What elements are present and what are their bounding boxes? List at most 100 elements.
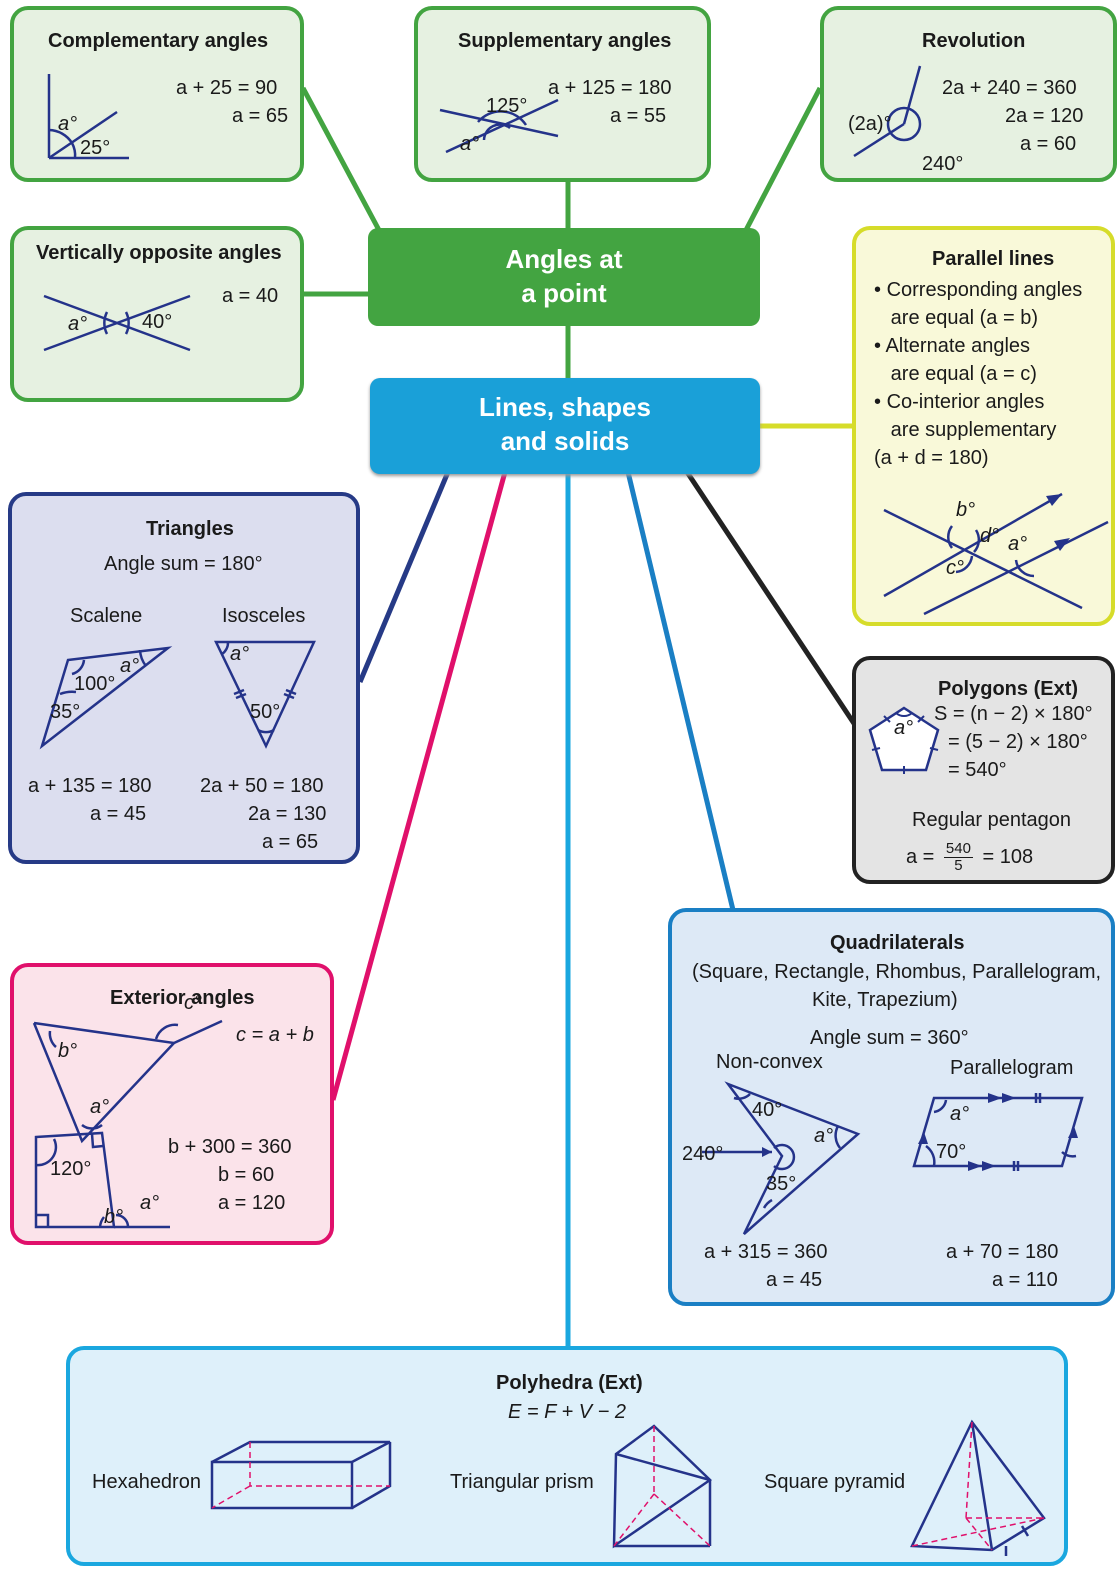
angle-label-50: 50° — [250, 701, 281, 723]
equation-1: a + 125 = 180 — [548, 77, 672, 99]
angle-label-a: a° — [894, 717, 914, 739]
angle-label-d: d° — [980, 525, 1000, 547]
polygons-box: Polygons (Ext) a° S = (n − 2) × 180° = (… — [852, 656, 1115, 884]
angle-label-100: 100° — [74, 673, 116, 695]
scalene-label: Scalene — [70, 605, 143, 627]
equation-1: b + 300 = 360 — [168, 1136, 292, 1158]
parallelogram-angle-a: a° — [950, 1103, 970, 1125]
box-title: Parallel lines — [932, 248, 1055, 270]
fraction-numerator: 540 — [943, 840, 973, 859]
parallel-lines-figure — [883, 492, 1109, 616]
angle-label-120: 120° — [50, 1158, 92, 1180]
box-title: Revolution — [922, 30, 1026, 52]
isosceles-equation-3: a = 65 — [262, 831, 319, 853]
equation-1: a = 40 — [222, 285, 279, 307]
angle-label-b: b° — [58, 1040, 78, 1062]
vertically-opposite-box: Vertically opposite angles a° 40° a = 40 — [10, 226, 304, 402]
pyramid-label: Square pyramid — [764, 1471, 906, 1493]
parallelogram-angle-70: 70° — [936, 1141, 967, 1163]
bullet-text: (a + d = 180) — [874, 447, 989, 469]
angle-label-a: a° — [120, 655, 140, 677]
box-title: Supplementary angles — [458, 30, 672, 52]
polyhedra-box: Polyhedra (Ext) E = F + V − 2 Hexahedron… — [66, 1346, 1068, 1566]
quad-angle-label-b: b° — [104, 1206, 124, 1228]
angle-label-a: a° — [1008, 533, 1028, 555]
box-title: Polyhedra (Ext) — [496, 1372, 643, 1394]
result-prefix: a = — [906, 846, 935, 868]
bullet-alternate: • Alternate angles are equal (a = c) — [874, 335, 1037, 385]
equation-1: a + 25 = 90 — [176, 77, 278, 99]
bullet-cointerior: • Co-interior angles are supplementary (… — [874, 391, 1057, 469]
box-title: Triangles — [146, 518, 234, 540]
scalene-equation-2: a = 45 — [90, 803, 147, 825]
hub-lines-shapes-solids: Lines, shapes and solids — [370, 378, 760, 474]
types-line-2: Kite, Trapezium) — [812, 989, 958, 1011]
equation-c: c = a + b — [236, 1024, 314, 1046]
bullet-text: Alternate angles — [885, 335, 1031, 357]
equation-1: S = (n − 2) × 180° — [934, 703, 1093, 725]
box-title: Quadrilaterals — [830, 932, 965, 954]
angle-label-c: c° — [946, 557, 964, 579]
parallel-lines-box: Parallel lines • Corresponding angles ar… — [852, 226, 1115, 626]
complementary-angles-box: Complementary angles a° 25° a + 25 = 90 … — [10, 6, 304, 182]
angle-label-35: 35° — [50, 701, 81, 723]
box-title: Vertically opposite angles — [36, 242, 282, 264]
fraction-denominator: 5 — [954, 857, 963, 875]
angle-label-b: b° — [956, 499, 976, 521]
equation-1: 2a + 240 = 360 — [942, 77, 1077, 99]
angle-label-a: a° — [68, 313, 88, 335]
parallelogram-label: Parallelogram — [950, 1057, 1074, 1079]
angle-label-40: 40° — [142, 311, 173, 333]
isosceles-equation-2: 2a = 130 — [248, 803, 327, 825]
complementary-angle-figure — [47, 74, 129, 160]
nonconvex-equation-2: a = 45 — [766, 1269, 823, 1291]
bullet-text: Co-interior angles — [886, 391, 1045, 413]
equation-2: b = 60 — [218, 1164, 275, 1186]
angle-label-125: 125° — [486, 95, 528, 117]
quad-angle-label-a: a° — [140, 1192, 160, 1214]
equation-2: 2a = 120 — [1005, 105, 1084, 127]
angle-label-a: a° — [814, 1125, 834, 1147]
angle-sum: Angle sum = 360° — [810, 1027, 969, 1049]
hub-angles-at-point: Angles at a point — [368, 228, 760, 326]
revolution-box: Revolution (2a)° 240° 2a + 240 = 360 2a … — [820, 6, 1117, 182]
polyhedra-figures — [210, 1419, 1046, 1556]
angle-label-240: 240° — [682, 1143, 724, 1165]
nonconvex-equation-1: a + 315 = 360 — [704, 1241, 828, 1263]
box-title: Complementary angles — [48, 30, 269, 52]
bullet-text: are supplementary — [890, 419, 1057, 441]
angle-sum: Angle sum = 180° — [104, 553, 263, 575]
angle-label-25: 25° — [80, 137, 111, 159]
isosceles-label: Isosceles — [222, 605, 306, 627]
bullet-text: Corresponding angles — [886, 279, 1083, 301]
quadrilateral-figures — [702, 1081, 1084, 1235]
parallelogram-equation-2: a = 110 — [992, 1269, 1058, 1291]
angle-label-c: c° — [184, 992, 202, 1014]
supplementary-angle-figure — [439, 98, 559, 154]
angle-label-240: 240° — [922, 153, 964, 175]
parallelogram-equation-1: a + 70 = 180 — [946, 1241, 1059, 1263]
equation-3: a = 60 — [1020, 133, 1077, 155]
angle-label-a-isosceles: a° — [230, 643, 250, 665]
angle-label-a: a° — [90, 1096, 110, 1118]
equation-3: = 540° — [948, 759, 1007, 781]
angle-label-40: 40° — [752, 1099, 783, 1121]
bullet-text: are equal (a = c) — [890, 363, 1037, 385]
triangles-box: Triangles Angle sum = 180° Scalene Isosc… — [8, 492, 360, 864]
angle-label-2a: (2a)° — [848, 113, 892, 135]
prism-label: Triangular prism — [450, 1471, 594, 1493]
scalene-equation-1: a + 135 = 180 — [28, 775, 152, 797]
angle-label-a: a° — [460, 133, 480, 155]
angle-label-a: a° — [58, 113, 78, 135]
bullet-corresponding: • Corresponding angles are equal (a = b) — [874, 279, 1083, 329]
result-suffix: = 108 — [982, 846, 1034, 868]
pentagon-caption: Regular pentagon — [912, 809, 1072, 831]
equation-2: a = 65 — [232, 105, 289, 127]
exterior-angles-box: Exterior angles c° c = a + b b° a° 120° … — [10, 963, 334, 1245]
supplementary-angles-box: Supplementary angles 125° a° a + 125 = 1… — [414, 6, 711, 182]
equation-3: a = 120 — [218, 1192, 286, 1214]
types-line-1: (Square, Rectangle, Rhombus, Parallelogr… — [692, 961, 1102, 983]
